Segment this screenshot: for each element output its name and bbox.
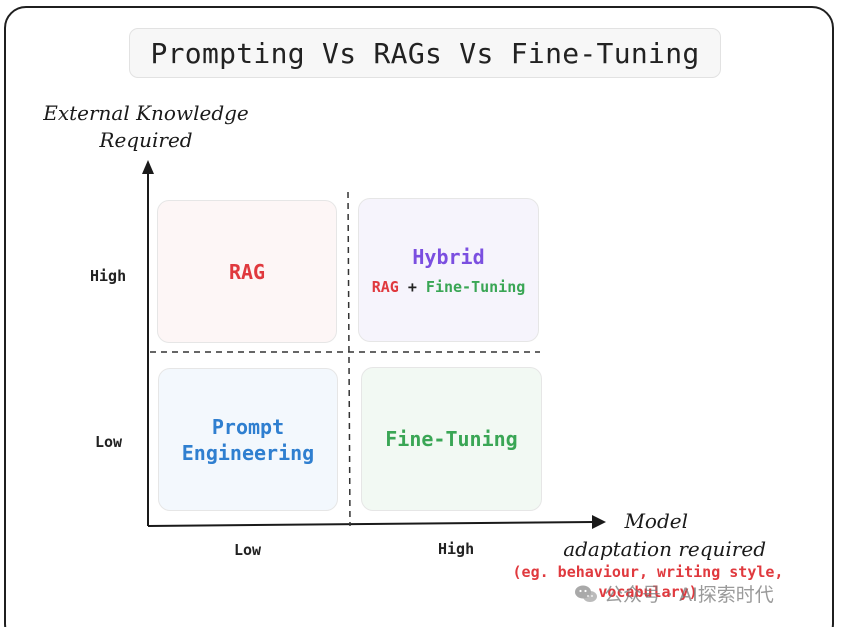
quadrant-fine-tuning-label: Fine-Tuning <box>385 427 518 451</box>
x-axis-title-line2: adaptation required <box>563 537 766 561</box>
x-axis-note-line2: vocabulary) <box>598 583 698 601</box>
diagram-title: Prompting Vs RAGs Vs Fine-Tuning <box>129 28 721 78</box>
x-axis-line <box>147 521 595 527</box>
quadrant-hybrid-label: Hybrid <box>412 245 485 269</box>
x-axis-title: Model adaptation required <box>536 507 766 563</box>
quadrant-prompt-label-line1: Prompt <box>211 414 285 439</box>
y-axis-title-line1: External Knowledge <box>43 101 249 125</box>
watermark: 公众号 · AI探索时代 <box>574 580 774 607</box>
wechat-icon <box>575 585 597 602</box>
x-axis-note-line1: (eg. behaviour, writing style, <box>512 563 784 581</box>
vertical-divider <box>347 191 351 527</box>
x-axis-note: (eg. behaviour, writing style, vocabular… <box>488 562 808 602</box>
quadrant-rag: RAG <box>157 200 337 343</box>
quadrant-rag-label: RAG <box>228 259 266 284</box>
quadrant-fine-tuning: Fine-Tuning <box>361 367 542 511</box>
y-axis-title: External Knowledge Required <box>36 100 256 154</box>
x-tick-low: Low <box>234 541 262 559</box>
quadrant-hybrid-sublabel: RAG + Fine-Tuning <box>372 278 526 296</box>
y-axis-title-line2: Required <box>99 128 193 152</box>
x-axis-arrowhead <box>592 515 606 529</box>
x-axis-title-line1: Model <box>624 509 688 533</box>
y-axis-arrowhead <box>142 160 154 174</box>
diagram-frame <box>4 6 834 627</box>
hybrid-sub-rag: RAG <box>371 278 399 296</box>
y-tick-high: High <box>90 267 127 285</box>
hybrid-sub-fine-tuning: Fine-Tuning <box>425 278 526 296</box>
watermark-text: 公众号 · AI探索时代 <box>604 584 774 606</box>
y-tick-low: Low <box>95 433 123 451</box>
hybrid-sub-plus: + <box>407 278 417 296</box>
quadrant-hybrid: Hybrid RAG + Fine-Tuning <box>358 198 539 342</box>
quadrant-prompt-label-line2: Engineering <box>181 440 315 465</box>
quadrant-prompt-engineering: Prompt Engineering <box>158 368 338 511</box>
x-tick-high: High <box>438 540 475 558</box>
